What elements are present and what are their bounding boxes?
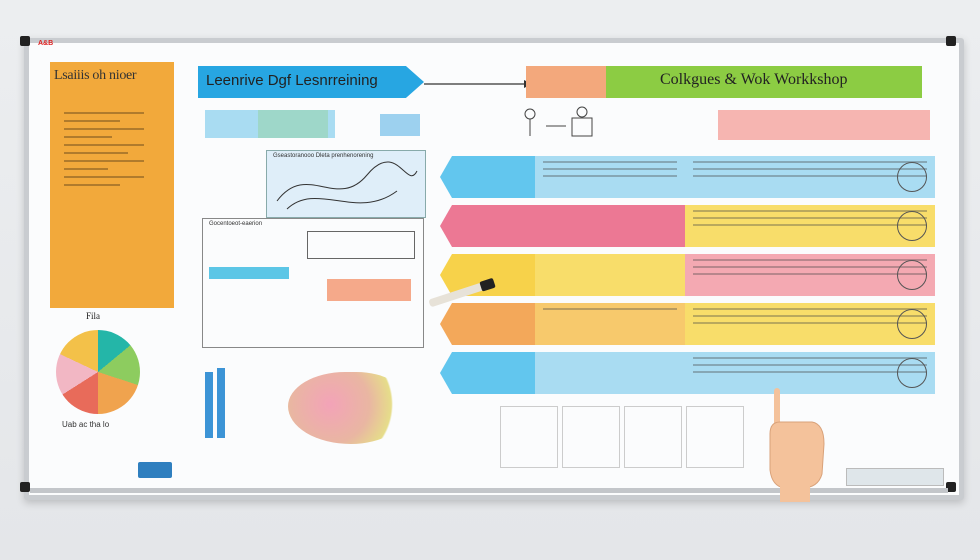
target-icon (897, 260, 927, 290)
arrow-connector (424, 80, 532, 88)
marker-tray (30, 488, 948, 493)
row-arrow (440, 156, 540, 198)
bar-sketch (205, 368, 231, 438)
row-pink (440, 205, 936, 247)
row-arrow (440, 352, 540, 394)
document-icon (897, 309, 927, 339)
flow-curves (276, 161, 418, 210)
board-corner-cap (20, 36, 30, 46)
left-notes-panel: Lsaiiis oh nioer (50, 62, 174, 308)
pink-banner (718, 110, 930, 140)
flow-diagram: Gseastoranooo Dleta prenhenorening (266, 150, 426, 218)
mini-charts (500, 406, 744, 468)
brand-mark: A&B (38, 40, 54, 47)
row-arrow (440, 254, 540, 296)
header-banner-right: Colkgues & Wok Workkshop (606, 66, 922, 98)
grid-orange-box (327, 279, 411, 301)
tray-holder (846, 468, 944, 486)
pie-chart (56, 330, 140, 414)
row-blue-2 (440, 352, 936, 394)
left-panel-title: Lsaiiis oh nioer (54, 68, 137, 83)
header-right-text: Colkgues & Wok Workkshop (660, 71, 848, 88)
header-peach-block (526, 66, 616, 98)
row-blue (440, 156, 936, 198)
board-corner-cap (946, 482, 956, 492)
person-icon (897, 162, 927, 192)
pie-label: Fila (86, 311, 101, 321)
grid-cyan-bar (209, 267, 289, 279)
sticky-note-teal (258, 110, 328, 138)
diagram-caption: Gseastoranooo Dleta prenhenorening (273, 153, 374, 159)
grid-colored-lines (307, 231, 415, 259)
pointing-hand (769, 388, 825, 502)
pie-footer: Uab ac tha lo (62, 420, 110, 429)
header-banner-left: Leenrive Dgf Lesnrreining (198, 66, 424, 98)
row-yellow (440, 254, 936, 296)
board-corner-cap (20, 482, 30, 492)
figure-sketch (524, 106, 593, 137)
scribble-lines (64, 106, 144, 192)
grid-caption: Gocentoeot-eaerion (209, 221, 263, 227)
header-left-text: Leenrive Dgf Lesnrreining (206, 72, 378, 89)
chart-icon (897, 358, 927, 388)
whiteboard-eraser (138, 462, 172, 478)
watercolor-blob (288, 372, 408, 444)
sticky-note-small (380, 114, 420, 136)
grid-diagram: Gocentoeot-eaerion (202, 218, 424, 348)
row-arrow (440, 303, 540, 345)
board-corner-cap (946, 36, 956, 46)
row-orange (440, 303, 936, 345)
row-arrow (440, 205, 540, 247)
gear-icon (897, 211, 927, 241)
